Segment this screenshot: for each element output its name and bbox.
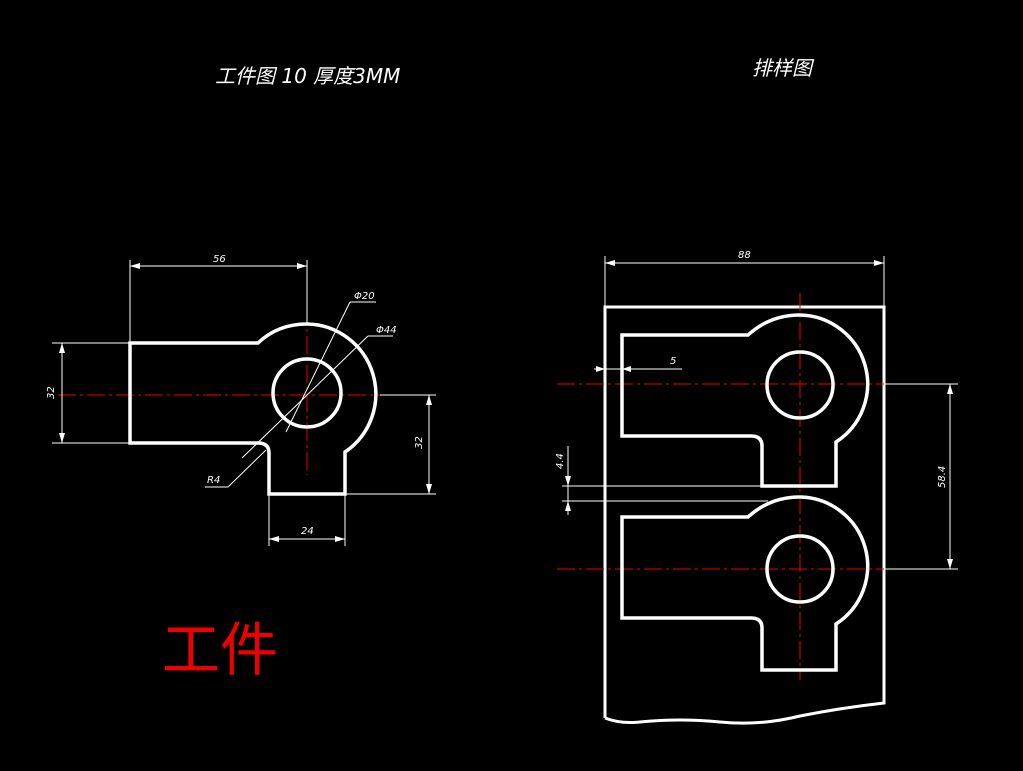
layout-hole-bottom: [765, 534, 835, 604]
dim-32r-text: 32: [414, 436, 425, 449]
dim-32l-arrow-bottom: [59, 433, 65, 443]
part-label: 工件: [162, 616, 278, 684]
dim-58-4-text: 58.4: [937, 466, 948, 488]
dim-phi20-text: Φ20: [354, 291, 375, 302]
dim-phi44-text: Φ44: [376, 325, 397, 336]
dim-4-4-arrow-bottom: [565, 501, 571, 511]
dim-32r-arrow-bottom: [426, 484, 432, 494]
dim-phi44-leader: [241, 335, 369, 459]
layout-part-top: [620, 313, 870, 488]
strip-outline: [603, 305, 886, 725]
workpiece-outline: [128, 322, 378, 496]
dim-88-arrow-left: [605, 260, 615, 266]
dim-56-text: 56: [213, 254, 226, 265]
dim-58-4-arrow-top: [947, 384, 953, 394]
dim-r4-leader: [227, 449, 267, 488]
dim-24-text: 24: [301, 526, 314, 537]
dim-32l-arrow-top: [59, 343, 65, 353]
dim-5-arrow-right: [622, 366, 631, 372]
dim-24-arrow-right: [335, 536, 345, 542]
workpiece-title: 工件图 10 厚度3MM: [215, 64, 400, 88]
dim-5-text: 5: [670, 356, 676, 367]
dim-4-4-text: 4.4: [555, 453, 566, 469]
dim-88-arrow-right: [874, 260, 884, 266]
dim-4-4-arrow-top: [565, 476, 571, 486]
strip-layout-view: 88 5 4.4 58.4: [555, 250, 958, 725]
workpiece-hole: [271, 357, 343, 429]
workpiece-view: 56 Φ20 Φ44 32 32 R4 24: [46, 254, 436, 546]
dim-58-4-arrow-bottom: [947, 559, 953, 569]
dim-5-arrow-left: [596, 366, 605, 372]
dim-24-arrow-left: [269, 536, 279, 542]
dim-r4-text: R4: [207, 475, 220, 486]
layout-hole-top: [765, 350, 835, 420]
layout-title: 排样图: [752, 56, 815, 80]
dim-32r-arrow-top: [426, 395, 432, 405]
dim-32l-text: 32: [46, 386, 57, 399]
dim-phi20-leader: [285, 301, 351, 433]
dim-56-arrow-right: [297, 263, 307, 269]
dim-88-text: 88: [738, 250, 751, 261]
layout-part-bottom: [620, 495, 870, 672]
dim-56-arrow-left: [130, 263, 140, 269]
